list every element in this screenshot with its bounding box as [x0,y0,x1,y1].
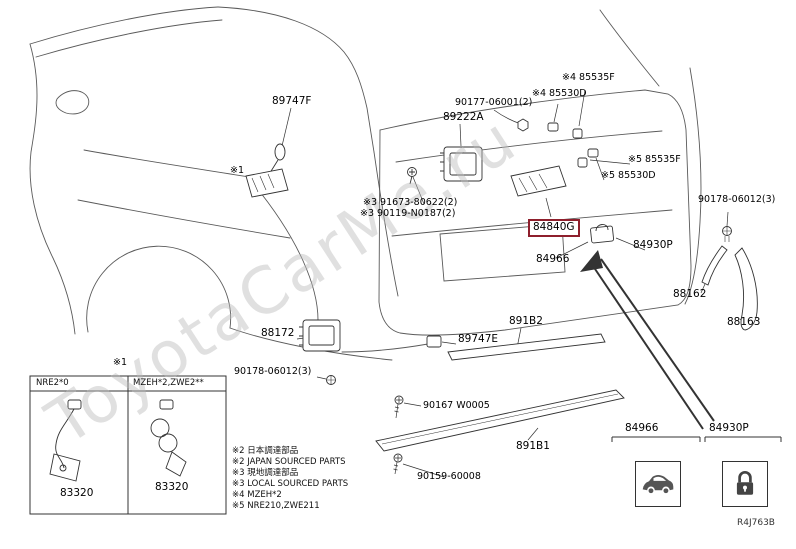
screw-90167-glyph [394,395,404,419]
legend-line-jp-sourced-jp: ※2 日本調達部品 [232,446,299,456]
part-label-85530d-note4[interactable]: ※4 85530D [532,88,587,99]
footer-brackets [611,436,782,442]
related-part-label-84966[interactable]: 84966 [625,422,659,434]
bracket-89747e-glyph [426,335,442,348]
module-88172-glyph [299,319,341,352]
legend: ※2 日本調達部品 ※2 JAPAN SOURCED PARTS ※3 現地調達… [232,446,348,512]
retainer-85535f-glyph-2 [577,157,588,168]
legend-line-local-sourced-jp: ※3 現地調達部品 [232,468,299,478]
part-label-90159-60008[interactable]: 90159-60008 [417,471,481,482]
hook-88162-glyph [701,245,728,286]
table-header-col1: NRE2*0 [36,378,69,388]
lock-icon-box[interactable] [722,461,768,507]
bracket-note1-glyph [245,168,289,198]
clip-90178-right-glyph [722,226,732,242]
legend-line-jp-sourced-en: ※2 JAPAN SOURCED PARTS [232,457,346,467]
pointer-arrow [592,258,715,430]
part-label-85535f-note5[interactable]: ※5 85535F [628,154,681,165]
part-label-90178-06012-right[interactable]: 90178-06012(3) [698,194,776,205]
page-code: R4J763B [737,518,775,528]
part-label-85530d-note5[interactable]: ※5 85530D [601,170,656,181]
clip-90178-left-glyph [326,375,336,385]
leader-lines [281,89,747,478]
table-header-col2: MZEH*2,ZWE2** [133,378,204,388]
sensor-85530d-glyph [547,122,559,132]
car-outline [29,6,702,361]
bolt-glyph [407,167,417,185]
blade-88163-glyph [734,247,758,331]
part-label-84840g-highlighted[interactable]: 84840G [528,219,580,237]
legend-line-local-sourced-en: ※3 LOCAL SOURCED PARTS [232,479,349,489]
module-89222a-glyph [440,146,483,182]
variant-table-frame [29,375,227,515]
part-label-90177-06001[interactable]: 90177-06001(2) [455,97,533,108]
latch-84840g-glyph [510,165,567,197]
part-label-89222a[interactable]: 89222A [443,111,484,123]
part-label-84930p[interactable]: 84930P [633,239,673,251]
part-label-90119-n0187[interactable]: ※3 90119-N0187(2) [360,208,456,219]
part-label-89747e[interactable]: 89747E [458,333,499,345]
sensor-85530d-glyph-2 [587,148,599,158]
note1-marker-upper: ※1 [230,165,245,176]
vehicle-icon [642,475,674,495]
related-part-label-84930p[interactable]: 84930P [709,422,749,434]
part-label-91673-80622[interactable]: ※3 91673-80622(2) [363,197,458,208]
part-label-88163[interactable]: 88163 [727,316,761,328]
part-label-83320-left[interactable]: 83320 [60,487,94,499]
garnish-891b1-glyph [375,389,625,452]
lock-icon [736,471,754,495]
legend-line-note4-models: ※4 MZEH*2 [232,490,282,500]
part-label-89747f[interactable]: 89747F [272,95,312,107]
part-label-85535f-note4[interactable]: ※4 85535F [562,72,615,83]
part-label-88162[interactable]: 88162 [673,288,707,300]
pointer-arrowhead [580,250,603,272]
part-label-84966[interactable]: 84966 [536,253,570,265]
screw-90159-glyph [393,453,403,475]
variant-table-drawings [49,399,187,482]
part-label-88172[interactable]: 88172 [261,327,295,339]
part-glyphs [245,118,758,475]
nut-90177-glyph [517,118,529,132]
part-label-90178-06012-left[interactable]: 90178-06012(3) [234,366,312,377]
striker-glyph [590,224,615,244]
note1-marker-table: ※1 [113,357,128,368]
part-label-891b1[interactable]: 891B1 [516,440,550,452]
retainer-85535f-glyph [572,128,583,139]
part-label-90167-w0005[interactable]: 90167 W0005 [423,400,490,411]
garnish-891b2-glyph [447,333,606,361]
vehicle-icon-box[interactable] [635,461,681,507]
legend-line-note5-models: ※5 NRE210,ZWE211 [232,501,320,511]
part-label-83320-right[interactable]: 83320 [155,481,189,493]
part-label-891b2[interactable]: 891B2 [509,315,543,327]
